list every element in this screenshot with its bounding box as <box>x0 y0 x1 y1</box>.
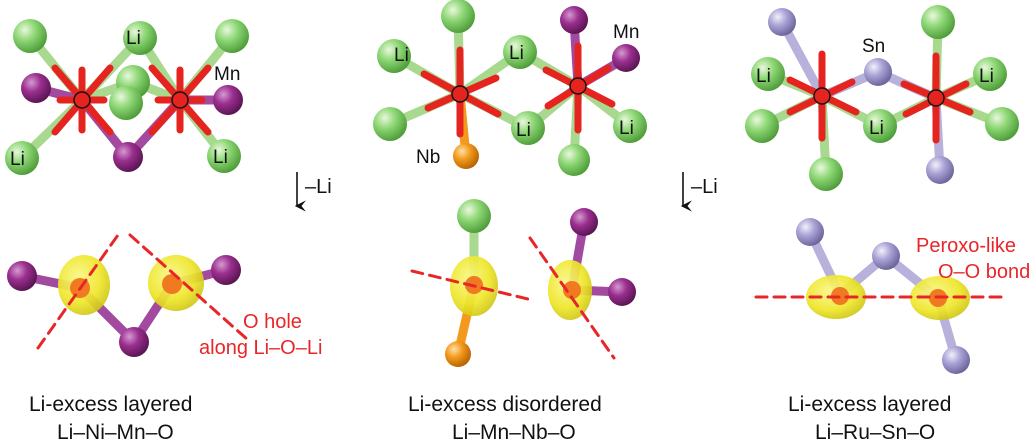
li-atom <box>809 157 843 191</box>
li-atom <box>373 107 407 141</box>
sn-atom <box>768 8 796 36</box>
panel1-top-atoms <box>5 19 249 175</box>
dashed-axis <box>410 269 534 302</box>
o-center <box>813 87 831 105</box>
dashed-axis <box>528 236 616 360</box>
o-center <box>451 85 469 103</box>
o-atom <box>563 281 581 299</box>
caption-line1: Li-excess disordered <box>408 393 602 416</box>
li-atom <box>441 0 475 33</box>
atom-label-sn: Sn <box>862 36 885 57</box>
sn-atom <box>926 156 954 184</box>
atom-label-li: Li <box>394 45 409 66</box>
annotation-o-hole-2: along Li–O–Li <box>199 337 322 359</box>
atom-label-li: Li <box>126 28 141 49</box>
o-center <box>927 89 945 107</box>
nb-atom <box>445 341 471 367</box>
atom-label-li: Li <box>213 147 228 168</box>
li-atom <box>207 139 241 173</box>
li-atom <box>377 39 411 73</box>
atom-label-li: Li <box>979 66 994 87</box>
atom-label-li: Li <box>10 149 25 170</box>
panel2-bottom <box>410 199 636 367</box>
nb-atom <box>453 143 479 169</box>
mn-atom <box>608 278 636 306</box>
panel3-top-atoms <box>745 5 1019 191</box>
li-atom <box>215 19 249 53</box>
mn-atom <box>612 44 640 72</box>
panel-mn-nb: Li Li Mn Nb Li Li –Li Li-excess disorder… <box>373 0 718 443</box>
panel-ni-mn: Li Mn Li Li –Li O hole along Li–O–Li Li-… <box>5 19 332 443</box>
caption-line2: Li–Mn–Nb–O <box>452 421 576 443</box>
annotation-peroxo: Peroxo-like <box>916 235 1016 257</box>
sn-atom <box>796 218 824 246</box>
caption-line1: Li-excess layered <box>29 393 192 416</box>
atom-label-mn: Mn <box>613 22 639 43</box>
atom-label-li: Li <box>869 118 884 139</box>
li-atom <box>613 109 647 143</box>
atom-label-li: Li <box>619 118 634 139</box>
o-center <box>73 91 91 109</box>
li-atom <box>503 35 537 69</box>
li-atom <box>921 5 955 39</box>
atom-label-li: Li <box>516 120 531 141</box>
panel-ru-sn: Sn Li Li Li Peroxo-like O–O bond Li-exce… <box>745 5 1030 443</box>
sn-atom <box>942 346 970 374</box>
dashed-axis <box>36 233 120 350</box>
mn-atom <box>119 327 149 357</box>
mn-atom <box>560 6 588 34</box>
mn-atom <box>213 85 243 115</box>
li-atom <box>457 199 491 233</box>
li-atom <box>751 57 785 91</box>
caption-line2: Li–Ru–Sn–O <box>815 421 935 443</box>
panel1-bottom <box>7 233 250 357</box>
caption-line1: Li-excess layered <box>788 393 951 416</box>
li-atom <box>973 57 1007 91</box>
arrow-label: –Li <box>305 176 332 198</box>
panel3-bottom <box>754 218 1008 374</box>
panel2-top-atoms <box>373 0 647 176</box>
atom-label-nb: Nb <box>416 147 440 168</box>
li-atom <box>863 109 897 143</box>
li-atom <box>745 109 779 143</box>
mn-atom <box>570 208 598 236</box>
annotation-peroxo-2: O–O bond <box>938 261 1030 283</box>
atom-label-mn: Mn <box>214 64 240 85</box>
sn-atom <box>872 242 900 270</box>
dashed-axis <box>128 233 250 342</box>
o-center <box>171 91 189 109</box>
li-atom <box>511 111 545 145</box>
mn-atom <box>113 142 143 172</box>
o-center <box>569 77 587 95</box>
mn-atom <box>21 73 51 103</box>
o-atom <box>162 274 182 294</box>
caption-line2: Li–Ni–Mn–O <box>57 421 174 443</box>
panel2-top-bonds <box>385 11 635 165</box>
mn-atom <box>211 255 241 285</box>
li-atom <box>13 19 47 53</box>
mn-atom <box>7 261 37 291</box>
atom-label-li: Li <box>756 66 771 87</box>
li-atom <box>5 141 39 175</box>
li-atom <box>558 144 590 176</box>
atom-label-li: Li <box>509 43 524 64</box>
sn-atom <box>864 58 892 86</box>
li-atom <box>985 107 1019 141</box>
arrow-label: –Li <box>691 176 718 198</box>
annotation-o-hole: O hole <box>243 311 302 333</box>
li-atom <box>109 86 143 120</box>
li-atom <box>123 21 157 55</box>
